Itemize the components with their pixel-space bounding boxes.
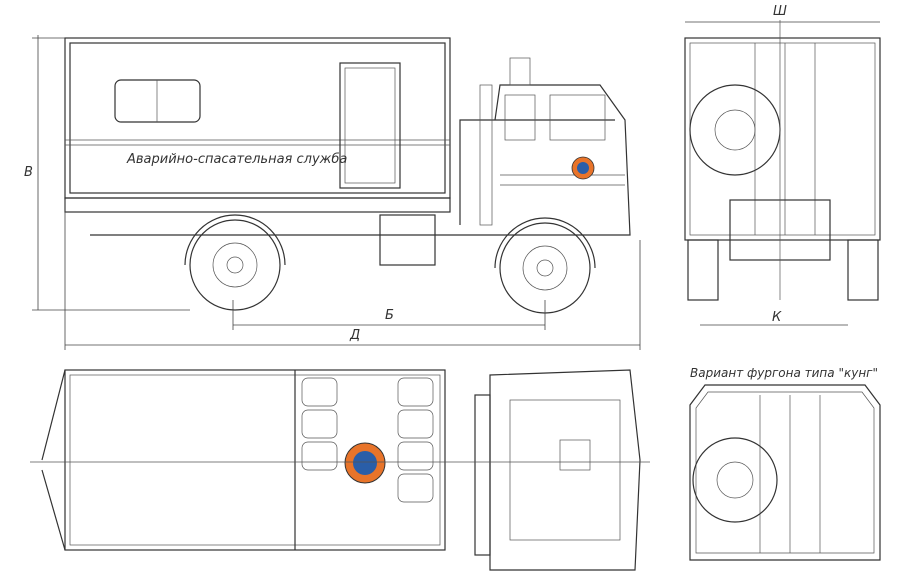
rear-view: [684, 20, 881, 326]
front-wheel: [499, 222, 591, 314]
kung-view: [689, 384, 881, 561]
dimension-wheelbase-label: Б: [385, 308, 394, 323]
side-view: [32, 35, 641, 350]
top-view: [30, 369, 650, 571]
body-inscription: Аварийно-спасательная служба: [127, 152, 348, 167]
dimension-height-label: В: [24, 165, 33, 180]
dimension-length-label: Д: [350, 328, 361, 343]
body-window: [114, 79, 201, 123]
body-door: [339, 62, 401, 189]
kung-caption: Вариант фургона типа "кунг": [690, 366, 878, 380]
rear-wheel: [189, 219, 281, 311]
cargo-body: [64, 37, 451, 199]
dimension-width-label: Ш: [773, 4, 787, 19]
dimension-track-label: К: [772, 310, 782, 325]
